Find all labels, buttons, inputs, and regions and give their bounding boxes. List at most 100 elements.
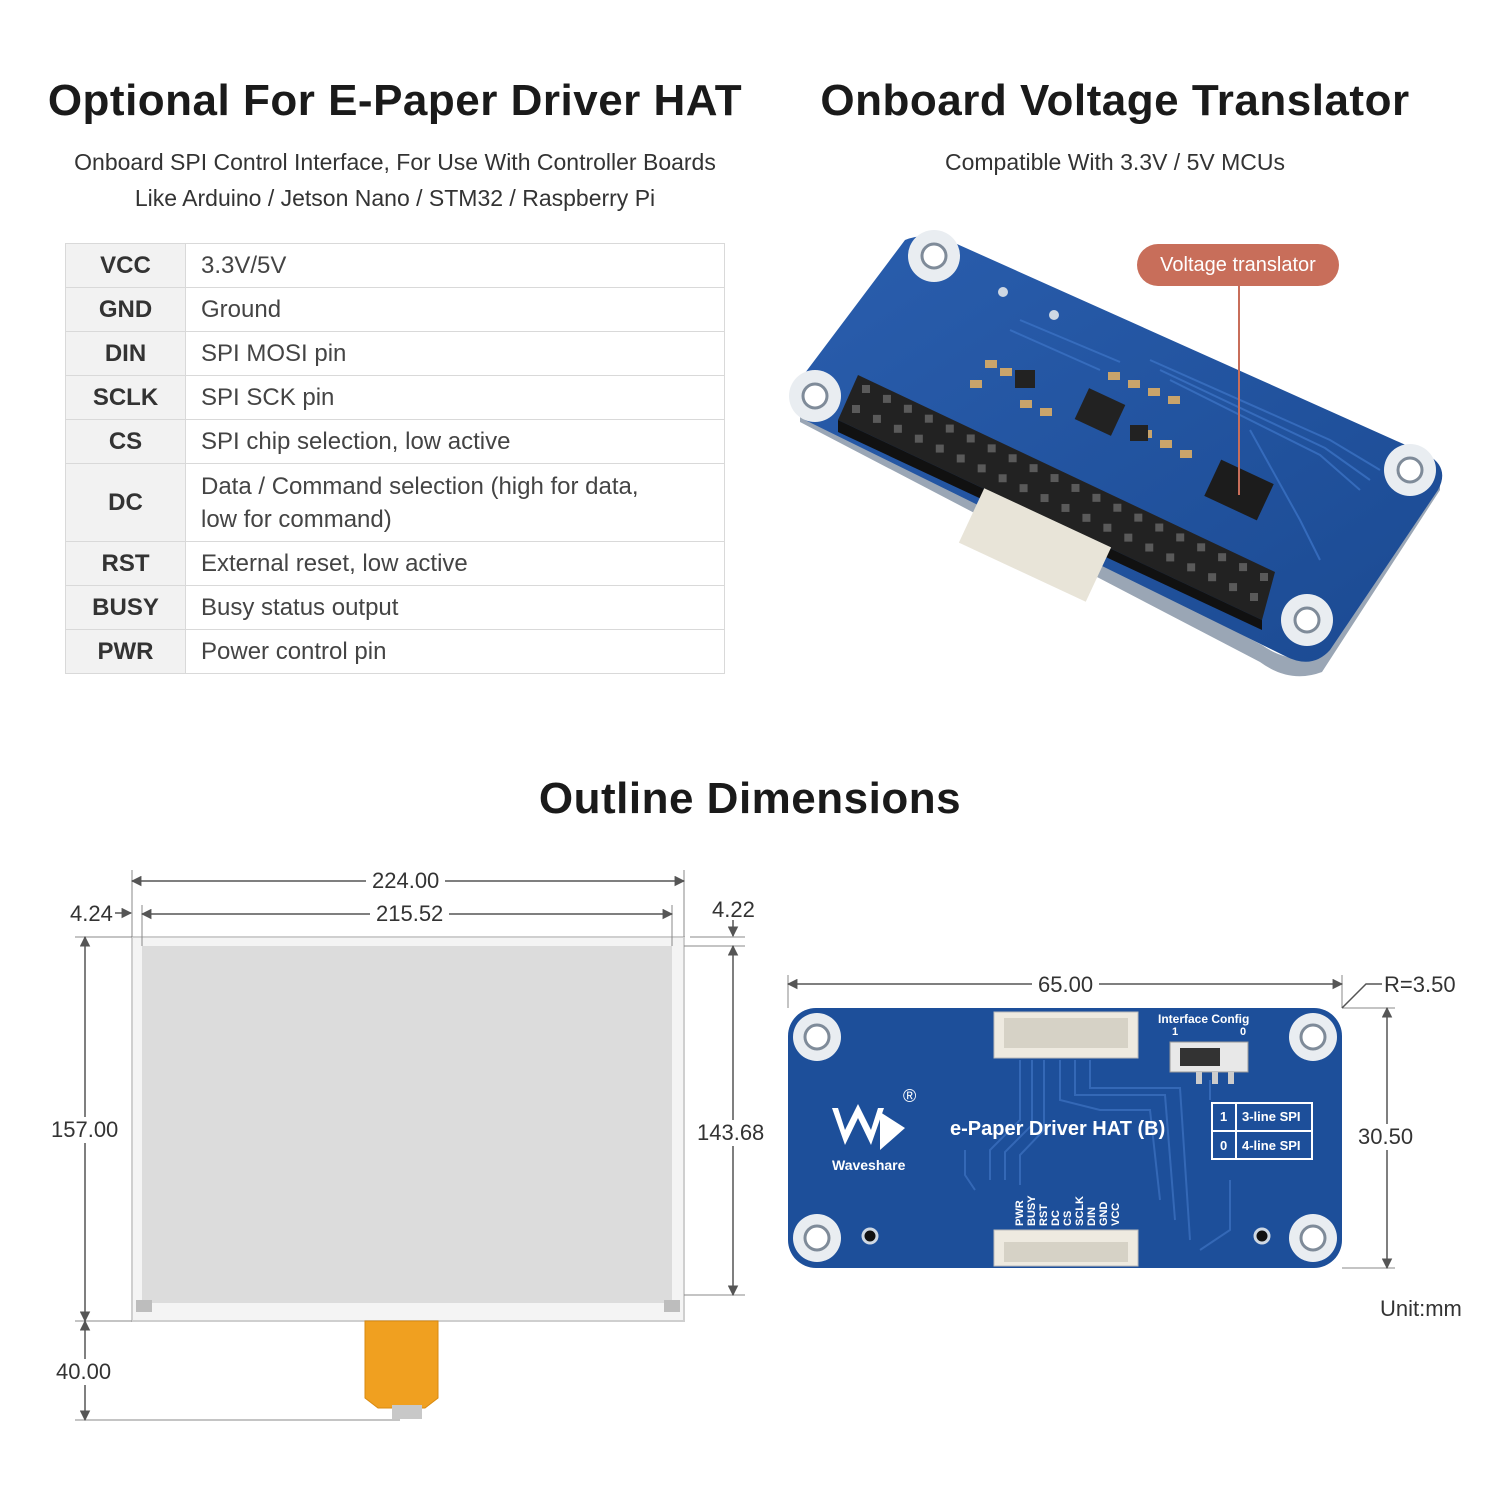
header-pin [1103,523,1112,532]
pin-desc-line2: low for command) [201,505,392,533]
pin-desc: SPI SCK pin [185,375,725,420]
pin-header [838,375,1275,630]
pin-desc: SPI MOSI pin [185,331,725,376]
dim-corner-radius: R=3.50 [1384,972,1456,997]
dim-panel-height: 157.00 [45,1117,125,1143]
pcb-top [792,236,1443,662]
header-pin [1071,483,1080,492]
opt0-num: 0 [1220,1138,1228,1153]
header-pin [935,444,944,453]
bottom-connector [993,1229,1139,1267]
header-pin [998,474,1007,483]
registered-mark: ® [903,1086,917,1106]
opt1-num: 1 [1220,1109,1228,1124]
epaper-active-area [142,946,672,1303]
product-label: e-Paper Driver HAT (B) [950,1118,1166,1140]
dim-top-margin: 4.22 [712,897,755,922]
mounting-holes [789,230,1436,646]
header-pin [1250,593,1258,601]
pin-desc: External reset, low active [185,541,725,586]
pin-name: DC [65,463,186,542]
header-pin [956,454,965,463]
header-pin [1176,533,1185,542]
header-pin [1145,543,1154,552]
header-pin [872,414,881,423]
header-pin [1187,563,1196,572]
pin-name: PWR [65,629,186,674]
header-pin [1229,583,1238,592]
left-subtitle-line1: Onboard SPI Control Interface, For Use W… [74,149,716,175]
header-pin [893,424,902,433]
dim-active-width: 215.52 [370,901,450,927]
pin-desc: 3.3V/5V [185,243,725,288]
header-pin [1218,553,1227,562]
header-pin [1166,553,1175,562]
pin-desc: SPI chip selection, low active [185,419,725,464]
board-pin-label: DC [1050,1210,1062,1226]
dimensions-title: Outline Dimensions [538,774,962,823]
header-pin [987,444,996,453]
pin-name: BUSY [65,585,186,630]
dim-active-height: 143.68 [691,1120,771,1146]
board-pin-label: BUSY [1026,1195,1038,1226]
pin-name: VCC [65,243,186,288]
header-pin [1082,513,1091,522]
unit-label: Unit:mm [1380,1296,1462,1321]
dim-panel-width: 224.00 [366,868,446,894]
header-pin [1155,523,1164,532]
pin-name: RST [65,541,186,586]
fpc-cable [364,1320,439,1409]
header-pin [903,404,912,413]
right-title: Onboard Voltage Translator [820,76,1410,125]
brand-label: Waveshare [832,1157,906,1173]
pcb-edge [800,405,1440,677]
dim-fpc-length: 40.00 [50,1359,118,1385]
header-pin [862,385,870,393]
dim-left-margin: 4.24 [70,901,113,926]
header-pin [852,405,860,413]
dim-board-width: 65.00 [1032,972,1100,998]
voltage-translator-callout: Voltage translator [1137,244,1339,286]
header-pin [1019,484,1028,493]
header-pin [1113,503,1122,512]
header-pin [1008,454,1017,463]
header-pin [1124,533,1133,542]
pin-desc-line1: Data / Command selection (high for data, [201,472,639,500]
header-pin [1239,563,1248,572]
board-pin-label: RST [1038,1204,1050,1226]
board-pin-label: SCLK [1074,1196,1086,1226]
opt0-label: 4-line SPI [1242,1138,1301,1153]
header-pin [1092,493,1101,502]
header-pin [1029,464,1038,473]
config-pos-1: 1 [1172,1026,1179,1038]
pin-desc: Busy status output [185,585,725,630]
left-subtitle-line2: Like Arduino / Jetson Nano / STM32 / Ras… [134,185,656,211]
board-pin-label: DIN [1086,1207,1098,1226]
pin-desc: Ground [185,287,725,332]
waveshare-logo-icon [832,1104,884,1145]
config-pos-0: 0 [1240,1026,1247,1038]
board-pin-labels: PWR BUSY RST DC CS SCLK DIN GND VCC [1014,1176,1122,1226]
interface-switch [1169,1041,1249,1073]
pin-name: SCLK [65,375,186,420]
board-pin-label: CS [1062,1210,1074,1226]
epaper-panel [131,936,685,1322]
header-pin [882,394,891,403]
header-pin [1050,474,1059,483]
header-pin [945,424,954,433]
header-pin [977,464,986,473]
config-title: Interface Config [1158,1012,1250,1026]
pin-name: CS [65,419,186,464]
right-subtitle: Compatible With 3.3V / 5V MCUs [944,149,1285,175]
pin-desc: Power control pin [185,629,725,674]
header-pin [1040,494,1049,503]
